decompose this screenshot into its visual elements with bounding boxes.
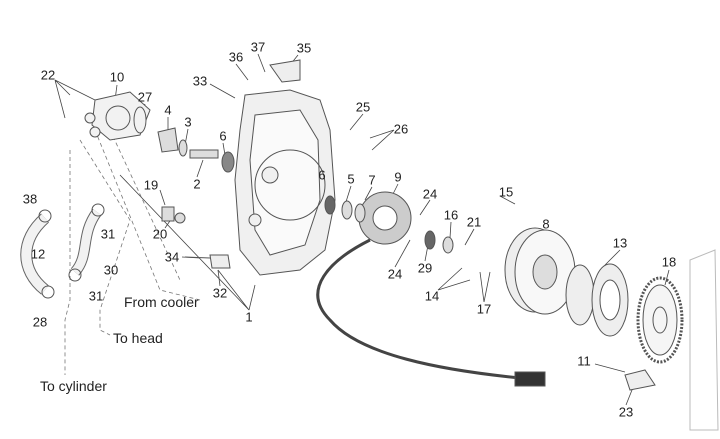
- part-label: 17: [476, 301, 492, 317]
- wire-harness: [316, 238, 521, 380]
- part-label: 4: [164, 102, 172, 118]
- part-label: 29: [417, 260, 433, 276]
- freewheel: [565, 263, 629, 337]
- part-label: 33: [192, 73, 208, 89]
- part-label: 37: [250, 39, 266, 55]
- part-label: 9: [394, 169, 402, 185]
- part-label: 15: [498, 184, 514, 200]
- note-to-head: To head: [113, 330, 163, 346]
- part-label: 31: [100, 226, 116, 242]
- part-label: 36: [228, 49, 244, 65]
- note-from-cooler: From cooler: [124, 294, 199, 310]
- relay-part: [624, 369, 656, 391]
- pump-parts: [157, 127, 235, 224]
- part-label: 20: [152, 226, 168, 242]
- part-label: 25: [355, 99, 371, 115]
- part-label: 18: [661, 254, 677, 270]
- part-label: 24: [387, 266, 403, 282]
- note-to-cylinder: To cylinder: [40, 378, 107, 394]
- part-label: 30: [103, 262, 119, 278]
- bracket: [269, 59, 301, 83]
- part-label: 7: [368, 172, 376, 188]
- coolant-route-lines: [64, 129, 201, 375]
- part-label: 2: [193, 176, 201, 192]
- part-label: 38: [22, 191, 38, 207]
- part-label: 3: [184, 114, 192, 130]
- part-label: 5: [347, 171, 355, 187]
- part-label: 26: [393, 121, 409, 137]
- part-label: 34: [164, 249, 180, 265]
- part-label: 35: [296, 40, 312, 56]
- part-label: 24: [422, 186, 438, 202]
- part-label: 1: [245, 309, 253, 325]
- seals: [324, 195, 454, 254]
- flywheel: [504, 227, 576, 315]
- coolant-hoses: [20, 203, 105, 299]
- part-label: 28: [32, 314, 48, 330]
- part-label: 22: [40, 67, 56, 83]
- engine-fragment: [689, 249, 719, 431]
- part-label: 12: [30, 246, 46, 262]
- part-label: 13: [612, 235, 628, 251]
- connector: [514, 371, 546, 387]
- part-label: 11: [577, 353, 591, 369]
- part-label: 23: [618, 404, 634, 420]
- part-label: 14: [424, 288, 440, 304]
- part-label: 31: [88, 288, 104, 304]
- stator: [358, 191, 412, 245]
- water-pump-cover: [84, 91, 151, 141]
- part-label: 10: [109, 69, 125, 85]
- starter-gear: [636, 276, 684, 364]
- part-label: 27: [137, 89, 153, 105]
- crankcase-cover: [234, 89, 336, 276]
- part-label: 6: [219, 128, 227, 144]
- part-label: 6: [318, 167, 326, 183]
- part-label: 8: [542, 216, 550, 232]
- part-label: 19: [143, 177, 159, 193]
- part-label: 32: [212, 285, 228, 301]
- part-label: 21: [466, 214, 482, 230]
- sensor: [184, 254, 231, 269]
- part-label: 16: [443, 207, 459, 223]
